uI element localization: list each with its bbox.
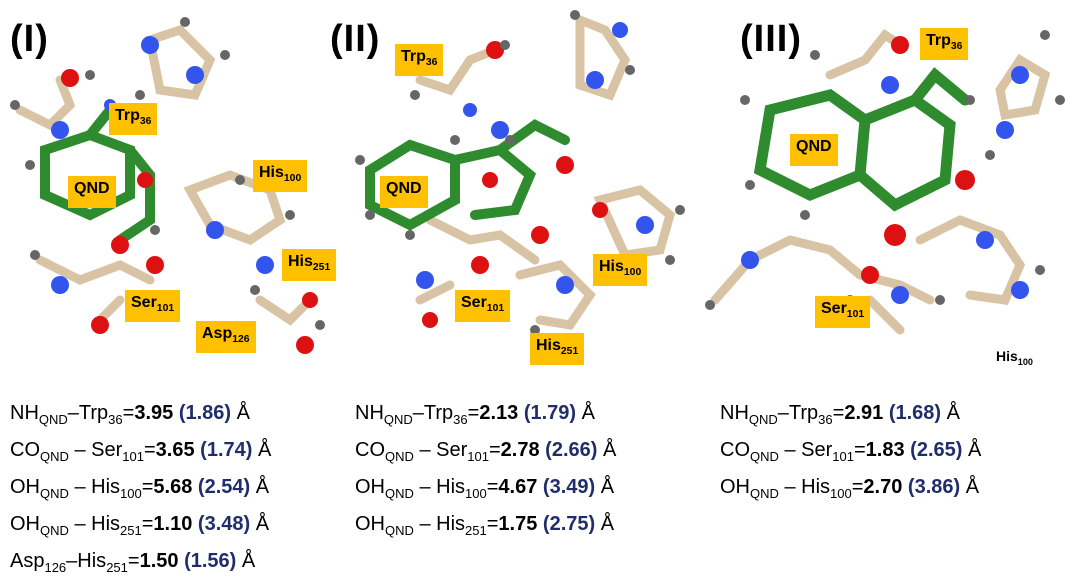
distance-row: Asp126–His251=1.50 (1.56) Å: [10, 550, 256, 575]
residue-label: QND: [68, 176, 116, 209]
panel-label: (I): [10, 18, 49, 60]
distance-row: OHQND – His251=1.10 (3.48) Å: [10, 513, 270, 538]
molecule-view-3: [705, 28, 1065, 335]
distance-row: OHQND – His100=2.70 (3.86) Å: [720, 476, 980, 501]
residue-label: Ser101: [815, 296, 871, 329]
residue-label: His251: [530, 333, 585, 366]
panel-label: (III): [740, 18, 802, 60]
molecule-view-2: [355, 10, 685, 335]
distance-list-1: NHQND–Trp36=3.95 (1.86) Å COQND – Ser101…: [10, 398, 271, 583]
residue-label: Asp126: [196, 321, 256, 354]
molecule-view-1: [10, 17, 325, 354]
distance-row: NHQND–Trp36=3.95 (1.86) Å: [10, 402, 250, 427]
distance-list-2: NHQND–Trp36=2.13 (1.79) Å COQND – Ser101…: [355, 398, 616, 546]
distance-row: COQND – Ser101=2.78 (2.66) Å: [355, 439, 617, 464]
residue-label: Trp36: [109, 103, 158, 136]
residue-label: QND: [380, 176, 428, 209]
distance-row: OHQND – His100=4.67 (3.49) Å: [355, 476, 615, 501]
distance-row: OHQND – His100=5.68 (2.54) Å: [10, 476, 270, 501]
residue-label: Ser101: [455, 290, 511, 323]
residue-label: His100: [593, 254, 648, 287]
residue-label: Trp36: [920, 28, 969, 61]
panel-3: (III) Trp36 QND Ser101 His100: [700, 0, 1084, 380]
residue-label: His100: [996, 348, 1033, 367]
distance-row: COQND – Ser101=1.83 (2.65) Å: [720, 439, 982, 464]
residue-label: QND: [790, 134, 838, 167]
residue-label: His251: [282, 249, 337, 282]
panel-2: (II) Trp36 QND His100 Ser101 His251: [330, 0, 710, 380]
residue-label: His100: [253, 160, 308, 193]
panel-1: (I) Trp36 QND His100 His251 Ser101 Asp12…: [0, 0, 345, 380]
distance-row: COQND – Ser101=3.65 (1.74) Å: [10, 439, 272, 464]
distance-row: OHQND – His251=1.75 (2.75) Å: [355, 513, 615, 538]
panel-label: (II): [330, 18, 381, 60]
residue-label: Ser101: [125, 290, 181, 323]
distance-list-3: NHQND–Trp36=2.91 (1.68) Å COQND – Ser101…: [720, 398, 981, 509]
distance-row: NHQND–Trp36=2.13 (1.79) Å: [355, 402, 595, 427]
residue-label: Trp36: [395, 44, 444, 77]
distance-row: NHQND–Trp36=2.91 (1.68) Å: [720, 402, 960, 427]
